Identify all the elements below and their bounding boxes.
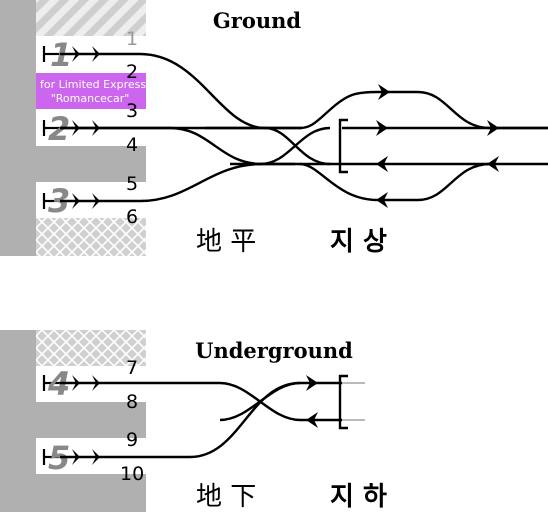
underground-kanji: 地 下 xyxy=(196,482,256,512)
ground-bottom-hatch xyxy=(36,218,146,256)
track-number-2: 2 xyxy=(126,61,138,83)
underground-bracket xyxy=(338,374,348,430)
underground-track-lines xyxy=(60,381,342,459)
ground-mid-wall xyxy=(36,146,146,182)
underground-wall xyxy=(0,330,36,512)
underground-bottom-wall xyxy=(36,474,146,512)
underground-track-stub xyxy=(342,382,365,421)
track-number-4: 4 xyxy=(126,134,138,156)
platform-number-2: 2 xyxy=(48,110,70,148)
underground-direction-arrows xyxy=(306,375,318,428)
track-number-10: 10 xyxy=(120,463,144,485)
underground-top-hatch xyxy=(36,330,146,366)
ground-kanji: 地 平 xyxy=(196,227,256,257)
track-number-8: 8 xyxy=(126,391,138,413)
track-number-5: 5 xyxy=(126,173,138,195)
ground-title: Ground xyxy=(213,8,302,33)
underground-hangul: 지 하 xyxy=(330,482,387,512)
ground-level: for Limited Express "Romancecar" 1 2 3 1… xyxy=(0,0,548,257)
underground-title: Underground xyxy=(195,338,353,363)
platform-number-4: 4 xyxy=(47,365,70,403)
ground-top-hatch xyxy=(36,0,146,36)
platform-number-5: 5 xyxy=(48,439,70,477)
track-number-6: 6 xyxy=(126,206,138,228)
platform-number-3: 3 xyxy=(48,182,70,220)
track-number-7: 7 xyxy=(126,357,138,379)
track-number-1: 1 xyxy=(126,28,138,50)
ground-direction-arrows xyxy=(376,84,499,208)
romancecar-badge xyxy=(36,73,146,109)
romancecar-label-line2: "Romancecar" xyxy=(51,92,130,105)
ground-wall xyxy=(0,0,36,256)
underground-level: 4 5 7 8 9 10 Underground 地 下 지 하 xyxy=(0,330,387,512)
ground-track-lines xyxy=(60,52,548,203)
ground-hangul: 지 상 xyxy=(330,227,387,257)
track-number-3: 3 xyxy=(126,100,138,122)
siding-bracket xyxy=(338,118,348,174)
romancecar-label-line1: for Limited Express xyxy=(40,78,146,91)
underground-mid-wall xyxy=(36,402,146,438)
track-number-9: 9 xyxy=(126,429,138,451)
